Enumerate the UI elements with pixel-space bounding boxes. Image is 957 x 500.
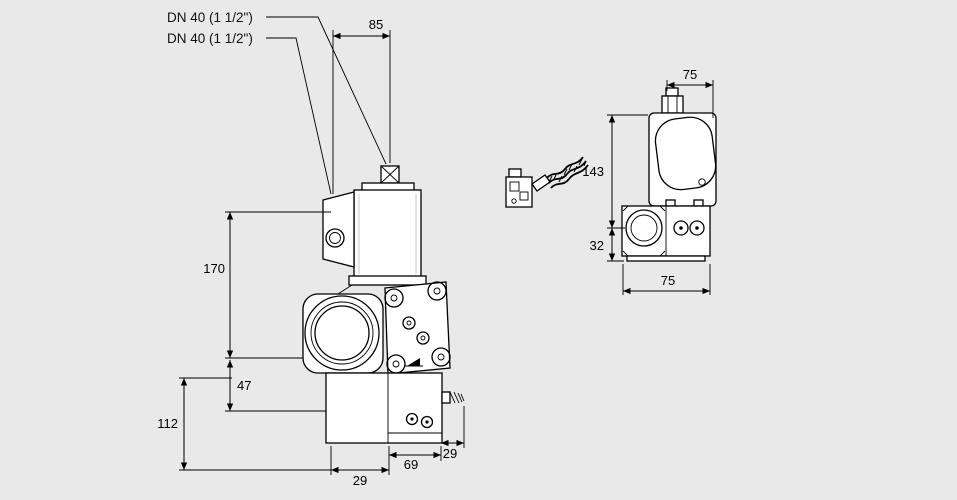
dim-112-label: 112 bbox=[157, 416, 178, 431]
dim-75-bottom: 75 bbox=[622, 264, 711, 295]
dim-47-label: 47 bbox=[237, 378, 251, 393]
dim-75-bottom-label: 75 bbox=[661, 273, 675, 288]
solenoid-body bbox=[348, 182, 427, 286]
dn-leader-line-1 bbox=[266, 16, 387, 165]
side-actuator-body bbox=[648, 112, 717, 207]
dim-170: 170 bbox=[203, 211, 331, 359]
front-view-dimensions: 85 170 47 112 29 69 bbox=[157, 17, 465, 488]
dn-leader-line-2 bbox=[266, 37, 332, 195]
cable-wire bbox=[546, 156, 584, 179]
inlet-flange-opening bbox=[304, 295, 380, 371]
dim-32: 32 bbox=[590, 228, 624, 262]
side-nipple bbox=[441, 391, 465, 404]
dim-32-label: 32 bbox=[590, 238, 604, 253]
dim-69-label: 69 bbox=[404, 457, 418, 472]
dim-85: 85 bbox=[332, 17, 391, 194]
flow-direction-flag bbox=[407, 358, 420, 366]
base-block bbox=[325, 372, 443, 444]
side-view-dimensions: 75 143 32 75 bbox=[582, 67, 714, 295]
cable-plug-illustration bbox=[505, 156, 589, 208]
side-view bbox=[621, 87, 717, 262]
cable-wire bbox=[550, 164, 589, 189]
dim-29-left: 29 bbox=[330, 446, 390, 488]
valve-body bbox=[302, 281, 451, 375]
dn-labels: DN 40 (1 1/2") DN 40 (1 1/2") bbox=[167, 10, 387, 195]
dim-29-right-label: 29 bbox=[443, 446, 457, 461]
dim-143: 143 bbox=[582, 114, 648, 229]
dim-29-right: 29 bbox=[441, 406, 465, 461]
dim-75-top: 75 bbox=[666, 67, 714, 118]
side-valve-body bbox=[621, 199, 711, 262]
dn-label-line-1: DN 40 (1 1/2") bbox=[167, 10, 253, 25]
mounting-bracket bbox=[322, 191, 355, 268]
side-flange-opening bbox=[625, 209, 663, 247]
dn-label-line-2: DN 40 (1 1/2") bbox=[167, 31, 253, 46]
adjustment-stem bbox=[380, 165, 400, 184]
dim-69: 69 bbox=[389, 446, 442, 472]
dim-85-label: 85 bbox=[369, 17, 383, 32]
cable-wire bbox=[548, 160, 587, 184]
front-view bbox=[302, 165, 465, 444]
dim-143-label: 143 bbox=[582, 164, 604, 179]
side-top-connector bbox=[661, 87, 684, 114]
dim-75-top-label: 75 bbox=[683, 67, 697, 82]
dim-170-label: 170 bbox=[203, 261, 225, 276]
dim-29-left-label: 29 bbox=[353, 473, 367, 488]
dim-47: 47 bbox=[225, 360, 326, 412]
dim-112: 112 bbox=[157, 377, 331, 471]
